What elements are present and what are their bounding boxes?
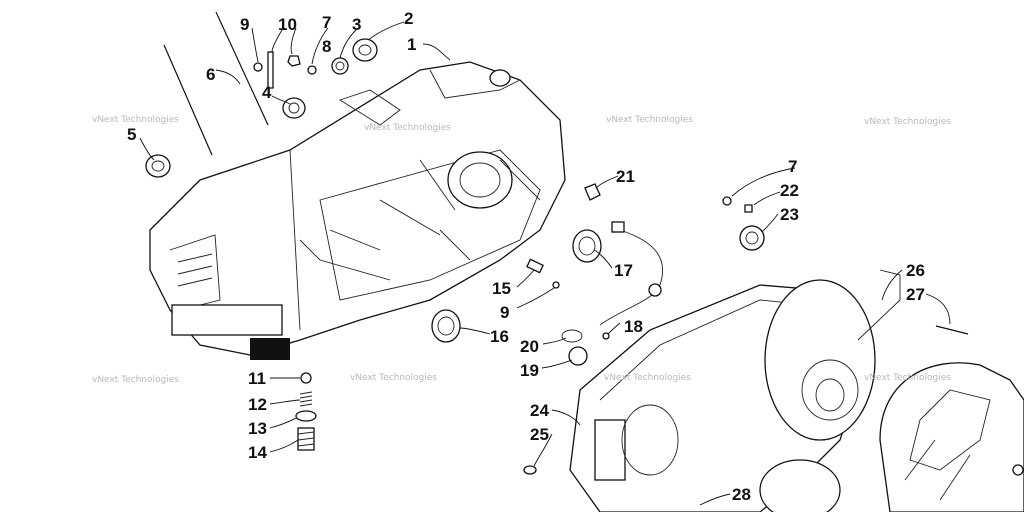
callout-14: 14 (248, 443, 267, 462)
watermark-3: vNext Technologies (606, 115, 693, 125)
callout-22: 22 (780, 181, 799, 200)
callout-24: 24 (530, 401, 549, 420)
watermark-6: vNext Technologies (350, 373, 437, 383)
callout-4: 4 (262, 83, 272, 102)
callout-9-mid: 9 (500, 303, 509, 322)
watermarks: vNext Technologies vNext Technologies vN… (92, 115, 951, 385)
callout-27: 27 (906, 285, 925, 304)
callout-13: 13 (248, 419, 267, 438)
callout-6: 6 (206, 65, 215, 84)
callout-26: 26 (906, 261, 925, 280)
stud-bolts (163, 11, 269, 156)
callout-3: 3 (352, 15, 361, 34)
watermark-4: vNext Technologies (864, 117, 951, 127)
outer-cover (879, 362, 1024, 512)
leader-lines (139, 21, 951, 506)
callout-15: 15 (492, 279, 511, 298)
callout-7-right: 7 (788, 157, 797, 176)
callout-16: 16 (490, 327, 509, 346)
callout-28: 28 (732, 485, 751, 504)
callout-5: 5 (127, 125, 136, 144)
callout-labels: 1 2 3 7 8 10 9 6 4 5 21 7 22 23 17 15 9 … (127, 9, 925, 504)
callout-10: 10 (278, 15, 297, 34)
watermark-2: vNext Technologies (364, 123, 451, 133)
callout-11: 11 (248, 369, 266, 388)
callout-8: 8 (322, 37, 331, 56)
callout-25: 25 (530, 425, 549, 444)
callout-17: 17 (614, 261, 633, 280)
callout-20: 20 (520, 337, 539, 356)
callout-1: 1 (407, 35, 416, 54)
callout-9-top: 9 (240, 15, 249, 34)
drain-plug-stack (295, 372, 317, 451)
callout-21: 21 (616, 167, 635, 186)
callout-2: 2 (404, 9, 413, 28)
cvt-cover (523, 269, 901, 512)
watermark-5: vNext Technologies (92, 375, 179, 385)
cover-bolt (935, 325, 1024, 476)
watermark-8: vNext Technologies (864, 373, 951, 383)
callout-18: 18 (624, 317, 643, 336)
callout-7-top: 7 (322, 13, 331, 32)
callout-19: 19 (520, 361, 539, 380)
watermark-1: vNext Technologies (92, 115, 179, 125)
watermark-7: vNext Technologies (604, 373, 691, 383)
callout-23: 23 (780, 205, 799, 224)
callout-12: 12 (248, 395, 267, 414)
crankcase-housing (149, 61, 566, 360)
